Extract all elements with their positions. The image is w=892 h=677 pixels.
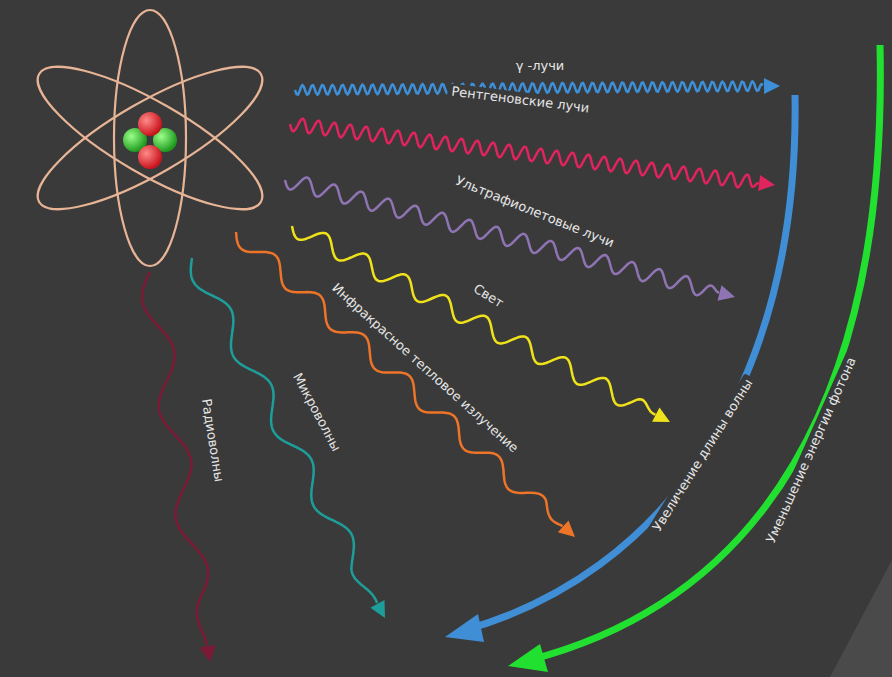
wave-line	[292, 226, 656, 415]
wave-label: Ультрафиолетовые лучи	[450, 171, 621, 253]
wave-label: γ -лучи	[512, 58, 569, 75]
arrow-label: Уменьшение энергии фотона	[762, 351, 863, 549]
arrow-label: Увеличение длины волны	[647, 372, 759, 537]
wave-label: Свет	[466, 278, 509, 314]
wave-arrowhead	[558, 520, 575, 537]
wave-line	[290, 119, 759, 188]
wavelength-arrow	[445, 95, 795, 642]
wave-label: Микроволны	[286, 366, 345, 457]
atom-nucleus	[123, 112, 177, 169]
wave-label: Рентгеновские лучи	[446, 83, 594, 118]
wave-arrowhead	[718, 285, 736, 301]
wave-arrowhead	[370, 600, 385, 618]
wave-arrowhead	[758, 175, 775, 191]
corner-stripe	[830, 560, 892, 677]
wave-line	[142, 272, 208, 646]
wave-arrowhead	[652, 408, 670, 423]
energy-arrow	[508, 45, 880, 672]
wave-line	[236, 232, 563, 526]
wave-arrowhead	[200, 645, 216, 662]
atom-symbol	[21, 10, 279, 266]
wave-arrowhead	[764, 78, 780, 94]
wave-label: Радиоволны	[196, 393, 227, 486]
